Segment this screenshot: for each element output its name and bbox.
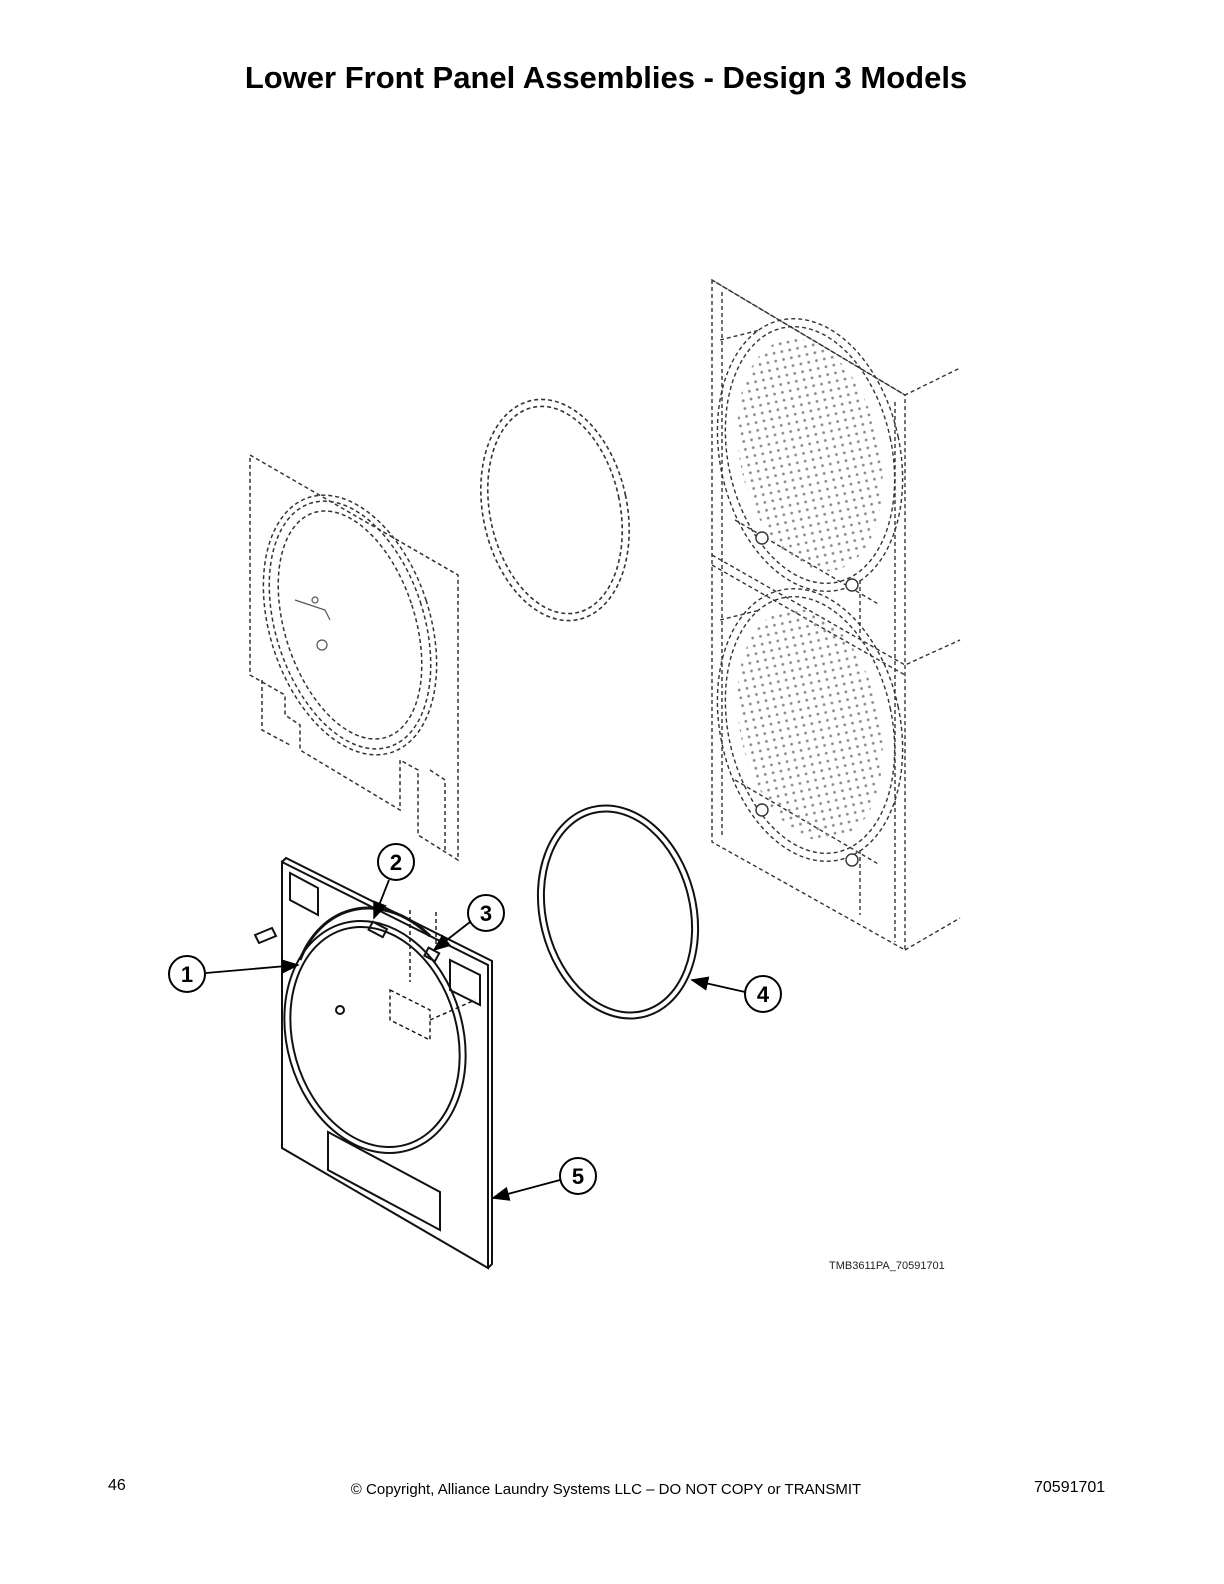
callout-5-number: 5: [572, 1164, 584, 1189]
callout-1: 1: [168, 955, 300, 993]
ghost-hinge-parts: [294, 596, 331, 651]
page-title: Lower Front Panel Assemblies - Design 3 …: [244, 60, 968, 95]
copyright-notice: © Copyright, Alliance Laundry Systems LL…: [350, 1481, 862, 1498]
gasket-ring: [536, 804, 700, 1020]
callout-2-number: 2: [390, 850, 402, 875]
figure-id: TMB3611PA_70591701: [829, 1260, 945, 1272]
callout-1-number: 1: [181, 962, 193, 987]
callout-3-number: 3: [480, 901, 492, 926]
lower-front-panel: [253, 856, 493, 1270]
document-number: 70591701: [1034, 1479, 1106, 1496]
callout-5: 5: [491, 1157, 597, 1201]
ghost-cabinet-drums: [716, 318, 904, 867]
callout-4: 4: [690, 975, 782, 1013]
page-number: 46: [108, 1477, 126, 1494]
ghost-gasket-ring: [480, 398, 630, 622]
ghost-upper-panel: [249, 453, 459, 862]
callout-2: 2: [373, 843, 415, 920]
callout-4-number: 4: [757, 982, 770, 1007]
callout-3: 3: [432, 894, 505, 952]
